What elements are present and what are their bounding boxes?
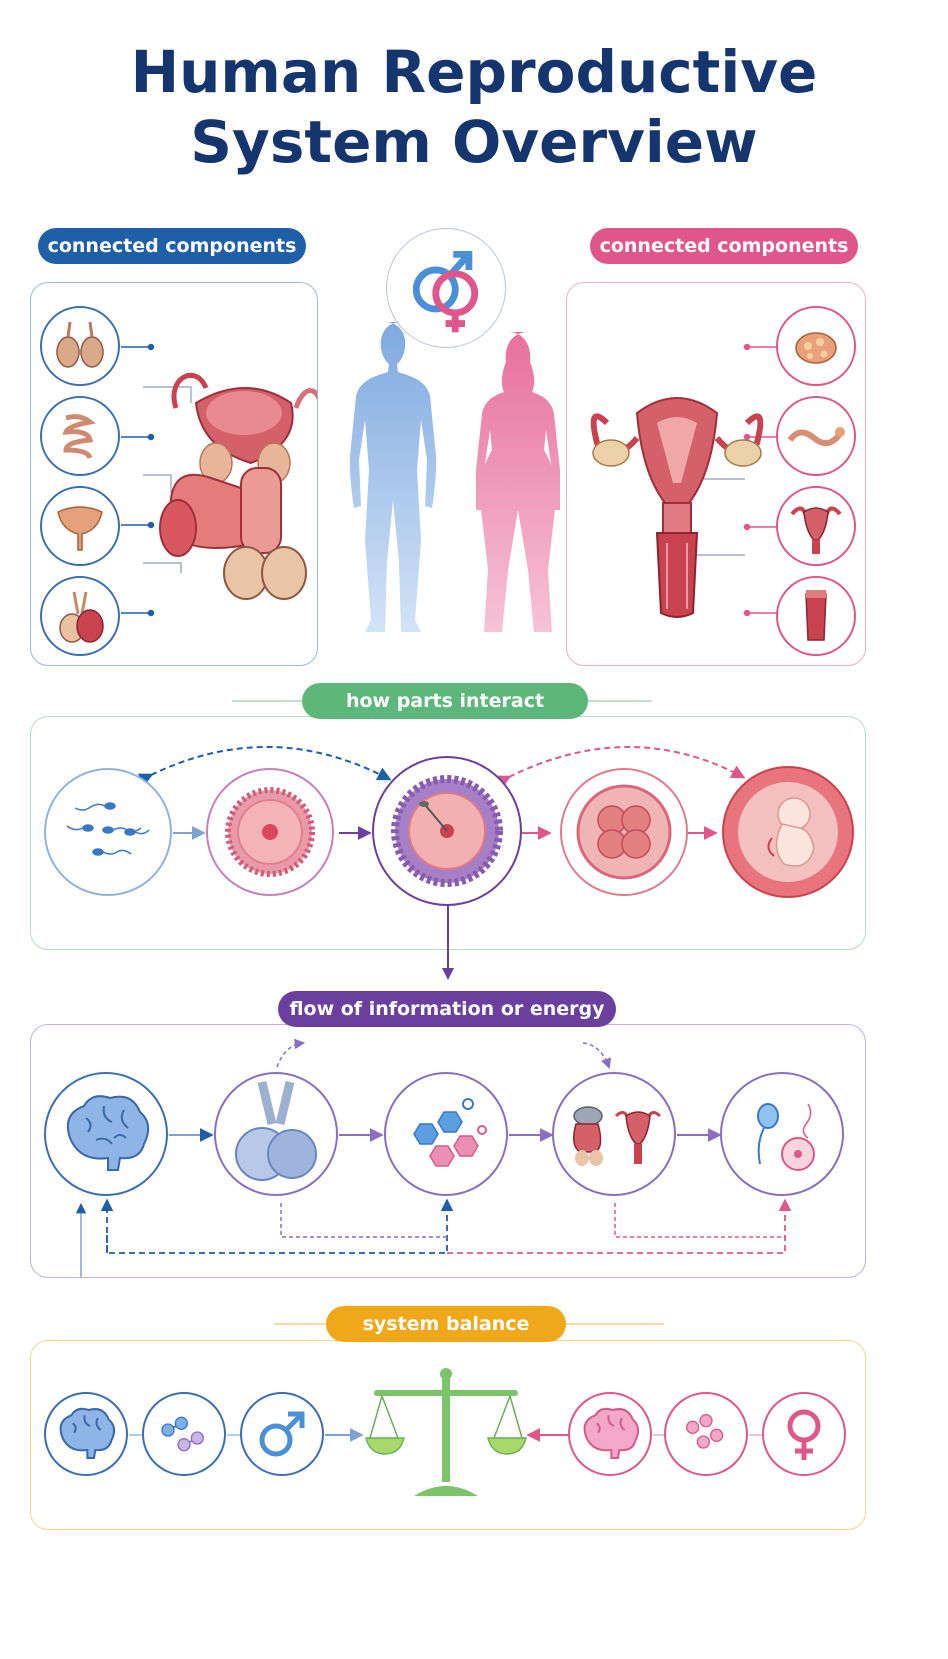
interaction-label: how parts interact	[302, 683, 588, 719]
pituitary-gland-circle	[214, 1072, 338, 1196]
male-silhouette	[326, 318, 444, 640]
hormone-molecule-icon	[686, 1414, 724, 1449]
prostate-circle	[40, 486, 120, 566]
male-components-label: connected components	[38, 228, 306, 264]
female-components-panel	[566, 282, 866, 666]
male-components-panel	[30, 282, 318, 666]
male-reproductive-anatomy	[159, 373, 317, 600]
mars-icon	[259, 1411, 305, 1457]
scales-icon	[364, 1364, 528, 1508]
balance-male-hormones-circle	[142, 1392, 226, 1476]
balance-female-brain-circle	[568, 1392, 652, 1476]
brain-icon	[583, 1407, 640, 1459]
egg-cell-circle	[206, 768, 334, 896]
vagina-circle	[776, 576, 856, 656]
balance-female-symbol-circle	[762, 1392, 846, 1476]
seminal-vesicle-circle	[40, 576, 120, 656]
reproductive-organs-circle	[552, 1072, 676, 1196]
testes-circle	[40, 306, 120, 386]
brain-icon	[66, 1095, 150, 1171]
page-title-line-2: System Overview	[190, 108, 758, 176]
ovary-circle	[776, 306, 856, 386]
mars-venus-icon	[412, 250, 479, 333]
embryo-cell-division-circle	[560, 768, 688, 896]
balance-brain-circle	[44, 1392, 128, 1476]
hormones-circle	[384, 1072, 508, 1196]
balance-label: system balance	[326, 1306, 566, 1342]
balance-male-symbol-circle	[240, 1392, 324, 1476]
female-components-label: connected components	[590, 228, 858, 264]
gender-symbol-badge	[386, 228, 506, 348]
gametes-circle	[720, 1072, 844, 1196]
uterus-circle	[776, 486, 856, 566]
fetus-circle	[722, 766, 854, 898]
hormone-molecule-icon	[413, 1098, 487, 1167]
flow-label: flow of information or energy	[278, 991, 616, 1027]
page-title-line-1: Human Reproductive	[130, 38, 818, 106]
venus-icon	[787, 1409, 821, 1460]
fallopian-tube-circle	[776, 396, 856, 476]
interaction-to-flow-arrow	[440, 906, 456, 982]
fertilization-circle	[372, 756, 522, 906]
brain-circle	[44, 1072, 168, 1196]
balance-female-hormones-circle	[664, 1392, 748, 1476]
sperm-cells-circle	[44, 768, 172, 896]
female-reproductive-anatomy	[590, 397, 764, 618]
female-silhouette	[452, 328, 564, 640]
hormone-molecule-icon	[161, 1416, 204, 1452]
brain-icon	[59, 1407, 116, 1459]
epididymis-circle	[40, 396, 120, 476]
